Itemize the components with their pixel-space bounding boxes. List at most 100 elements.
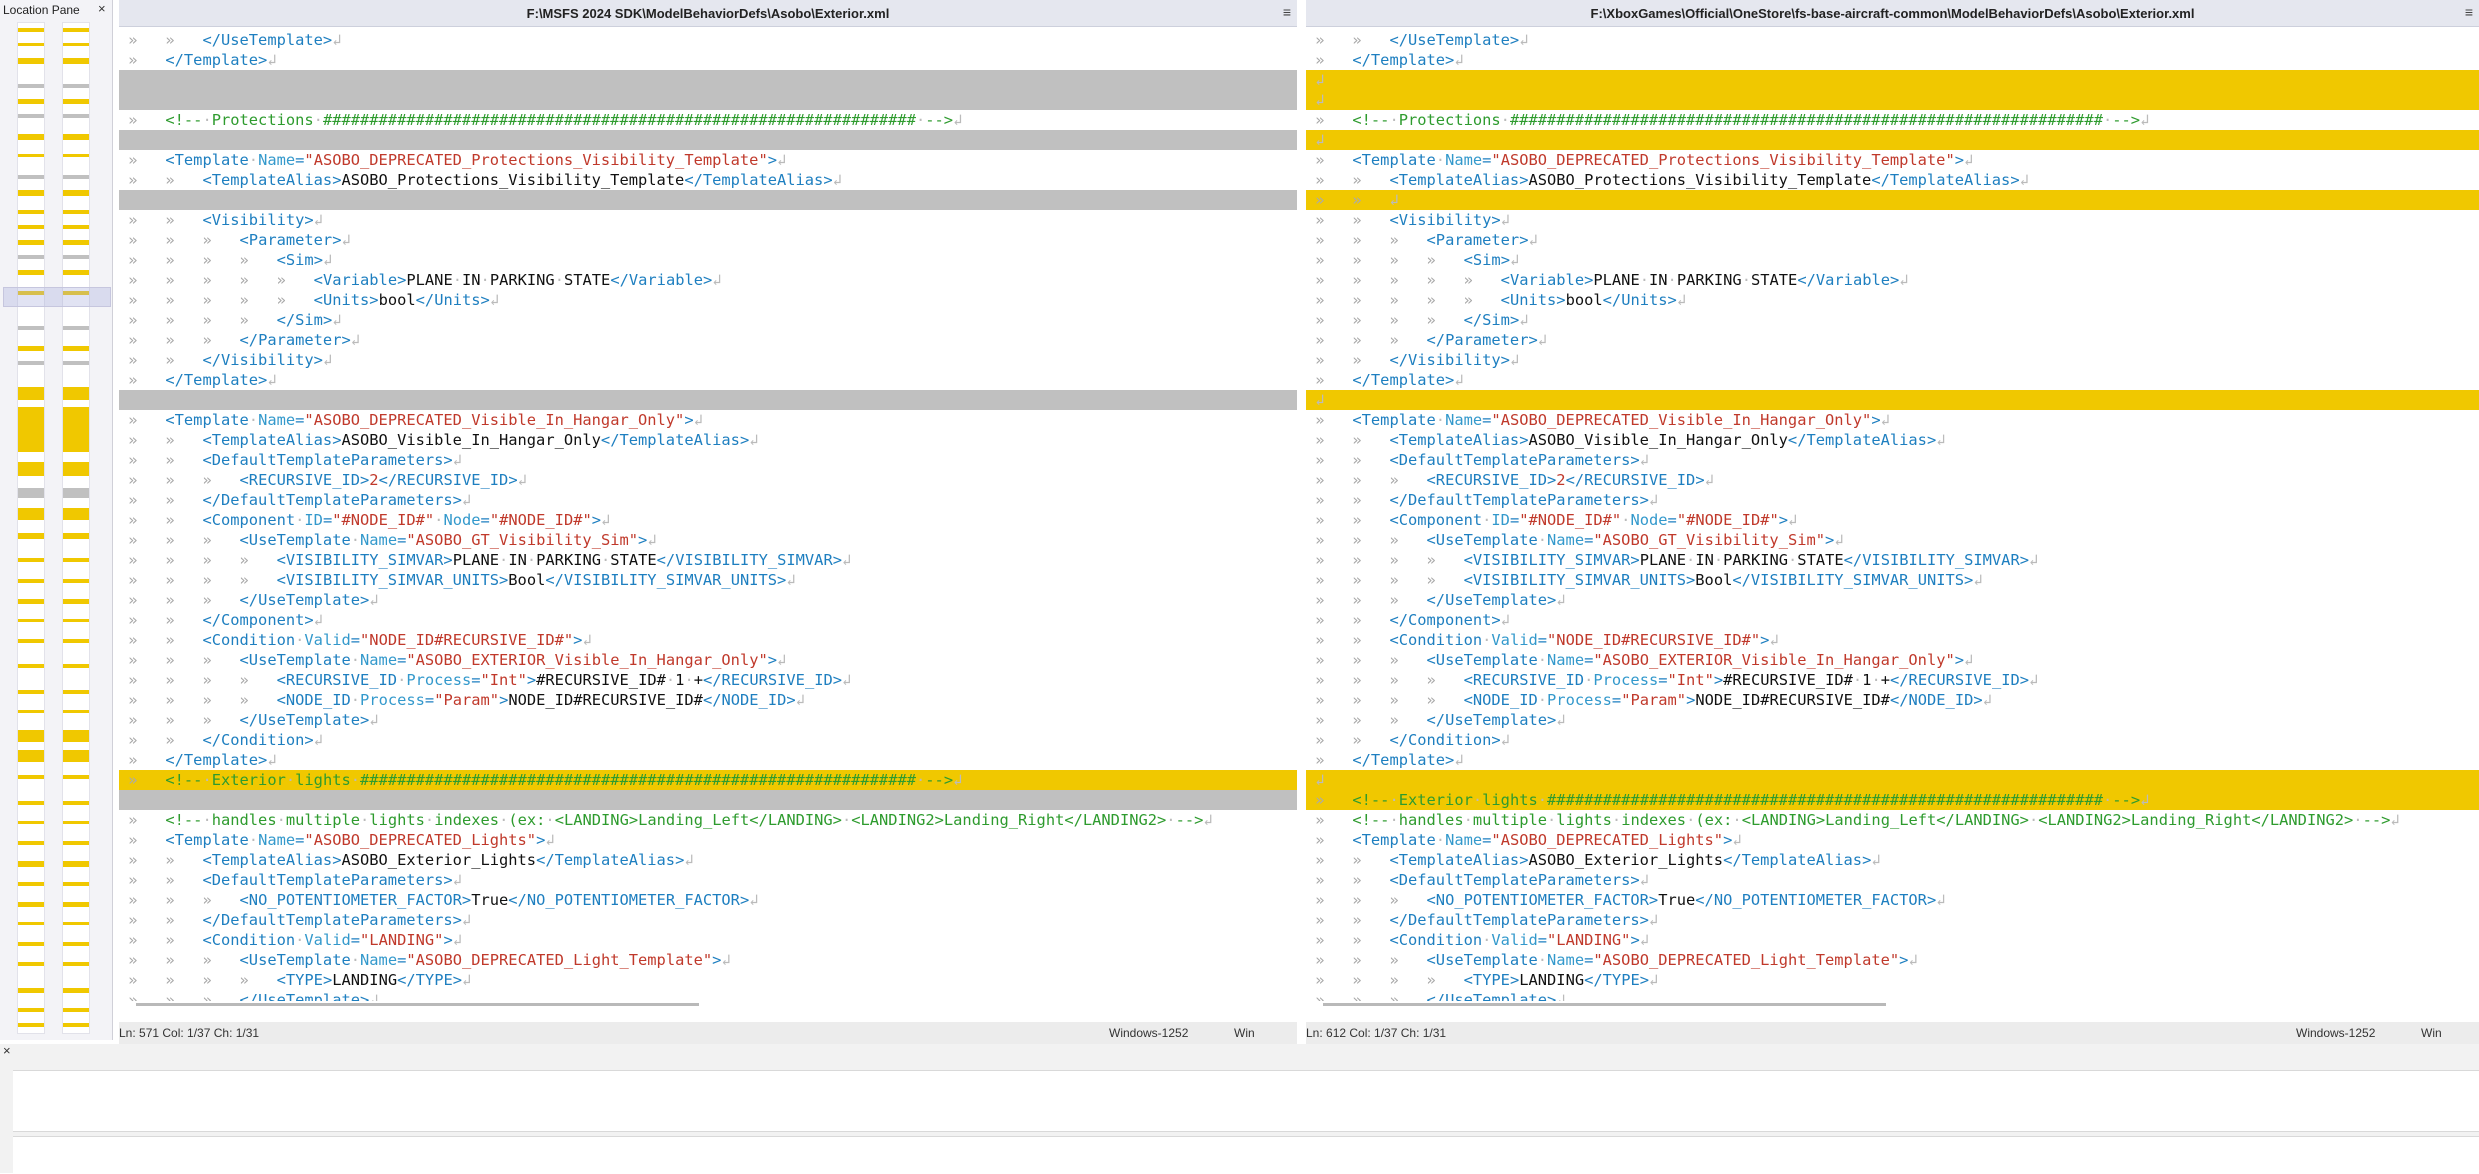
code-line[interactable]: » » » <Parameter>↲ [119,230,1297,250]
horizontal-scrollbar-left[interactable] [136,1003,699,1006]
change-marker[interactable] [18,861,44,867]
change-marker[interactable] [18,508,44,520]
code-line[interactable] [119,390,1297,410]
code-line[interactable]: » » </Component>↲ [1306,610,2479,630]
code-line[interactable]: » </Template>↲ [1306,370,2479,390]
code-line[interactable]: » » » </UseTemplate>↲ [119,590,1297,610]
change-marker[interactable] [63,462,89,476]
code-line[interactable]: » » <DefaultTemplateParameters>↲ [1306,870,2479,890]
change-marker[interactable] [18,28,44,32]
code-line[interactable] [119,70,1297,90]
code-line[interactable]: » » </DefaultTemplateParameters>↲ [119,910,1297,930]
change-marker[interactable] [18,361,44,365]
pane-menu-icon[interactable]: ≡ [1282,4,1291,20]
code-line[interactable]: » » » <NO_POTENTIOMETER_FACTOR>True</NO_… [1306,890,2479,910]
code-line[interactable]: » <!--·Protections·#####################… [1306,110,2479,130]
change-marker[interactable] [18,558,44,562]
code-line[interactable]: » » <Visibility>↲ [119,210,1297,230]
change-marker[interactable] [18,639,44,643]
code-line[interactable] [119,790,1297,810]
code-line[interactable]: » » » <UseTemplate·Name="ASOBO_DEPRECATE… [1306,950,2479,970]
code-line[interactable]: » » » » <VISIBILITY_SIMVAR>PLANE·IN·PARK… [1306,550,2479,570]
change-marker[interactable] [63,639,89,643]
change-marker[interactable] [18,154,44,157]
change-marker[interactable] [18,664,44,668]
change-marker[interactable] [18,488,44,498]
code-line[interactable]: » » » » » <Units>bool</Units>↲ [119,290,1297,310]
change-marker[interactable] [63,488,89,498]
change-marker[interactable] [63,988,89,993]
change-marker[interactable] [63,291,89,295]
change-marker[interactable] [18,84,44,88]
code-line[interactable]: » » </Visibility>↲ [119,350,1297,370]
code-line[interactable]: » » <TemplateAlias>ASOBO_Visible_In_Hang… [1306,430,2479,450]
code-line[interactable]: » </Template>↲ [119,750,1297,770]
change-marker[interactable] [18,58,44,64]
change-marker[interactable] [18,387,44,400]
change-marker[interactable] [63,558,89,562]
change-marker[interactable] [63,599,89,604]
code-line[interactable]: » » </UseTemplate>↲ [119,30,1297,50]
code-line[interactable]: » » » </Parameter>↲ [119,330,1297,350]
change-marker[interactable] [18,270,44,275]
change-marker[interactable] [18,175,44,179]
change-marker[interactable] [63,240,89,245]
change-marker[interactable] [63,821,89,824]
code-line[interactable]: » » <Condition·Valid="NODE_ID#RECURSIVE_… [119,630,1297,650]
change-marker[interactable] [18,43,44,46]
location-viewport-marker[interactable] [3,287,111,307]
code-line[interactable]: » » » <Parameter>↲ [1306,230,2479,250]
change-marker[interactable] [63,1023,89,1027]
code-line[interactable]: » </Template>↲ [119,370,1297,390]
code-line[interactable]: ↲ [1306,70,2479,90]
bottom-line-view-1[interactable] [13,1070,2479,1132]
code-line[interactable]: » » <DefaultTemplateParameters>↲ [119,450,1297,470]
code-line[interactable]: » <Template·Name="ASOBO_DEPRECATED_Visib… [1306,410,2479,430]
bottom-pane-close-icon[interactable]: × [3,1043,11,1058]
change-marker[interactable] [63,730,89,742]
code-line[interactable]: » <Template·Name="ASOBO_DEPRECATED_Light… [119,830,1297,850]
code-line[interactable] [119,90,1297,110]
code-line[interactable]: » » <Condition·Valid="LANDING">↲ [119,930,1297,950]
code-line[interactable]: » » <Visibility>↲ [1306,210,2479,230]
code-line[interactable]: ↲ [1306,390,2479,410]
change-marker[interactable] [18,801,44,805]
change-marker[interactable] [18,775,44,779]
horizontal-scrollbar-right[interactable] [1323,1003,1886,1006]
change-marker[interactable] [18,882,44,886]
code-line[interactable]: » <Template·Name="ASOBO_DEPRECATED_Visib… [119,410,1297,430]
change-marker[interactable] [63,255,89,259]
code-lines-right[interactable]: » » </UseTemplate>↲ » </Template>↲ ↲ ↲ »… [1306,30,2479,1001]
change-marker[interactable] [18,619,44,622]
change-marker[interactable] [63,154,89,157]
change-marker[interactable] [63,861,89,867]
code-line[interactable]: » » » <NO_POTENTIOMETER_FACTOR>True</NO_… [119,890,1297,910]
change-marker[interactable] [18,710,44,713]
change-marker[interactable] [18,902,44,907]
change-marker[interactable] [63,326,89,330]
code-line[interactable]: » » » <UseTemplate·Name="ASOBO_DEPRECATE… [119,950,1297,970]
change-marker[interactable] [18,326,44,330]
change-marker[interactable] [63,190,89,196]
code-line[interactable]: » <Template·Name="ASOBO_DEPRECATED_Prote… [1306,150,2479,170]
change-marker[interactable] [63,579,89,583]
code-line[interactable]: » » <Component·ID="#NODE_ID#"·Node="#NOD… [1306,510,2479,530]
code-line[interactable]: ↲ [1306,130,2479,150]
code-line[interactable]: » » » </UseTemplate>↲ [1306,990,2479,1001]
change-marker[interactable] [63,841,89,845]
code-line[interactable]: » » » </UseTemplate>↲ [1306,590,2479,610]
change-marker[interactable] [63,902,89,907]
change-marker[interactable] [63,533,89,539]
change-marker[interactable] [18,114,44,118]
code-line[interactable]: » » » <UseTemplate·Name="ASOBO_EXTERIOR_… [119,650,1297,670]
change-marker[interactable] [18,942,44,946]
change-marker[interactable] [18,240,44,245]
change-marker[interactable] [63,210,89,214]
change-marker[interactable] [63,407,89,452]
change-marker[interactable] [18,291,44,295]
code-line[interactable]: » » » <RECURSIVE_ID>2</RECURSIVE_ID>↲ [119,470,1297,490]
change-marker[interactable] [63,43,89,46]
change-marker[interactable] [18,750,44,762]
pane-menu-icon[interactable]: ≡ [2464,4,2473,20]
change-marker[interactable] [63,99,89,104]
